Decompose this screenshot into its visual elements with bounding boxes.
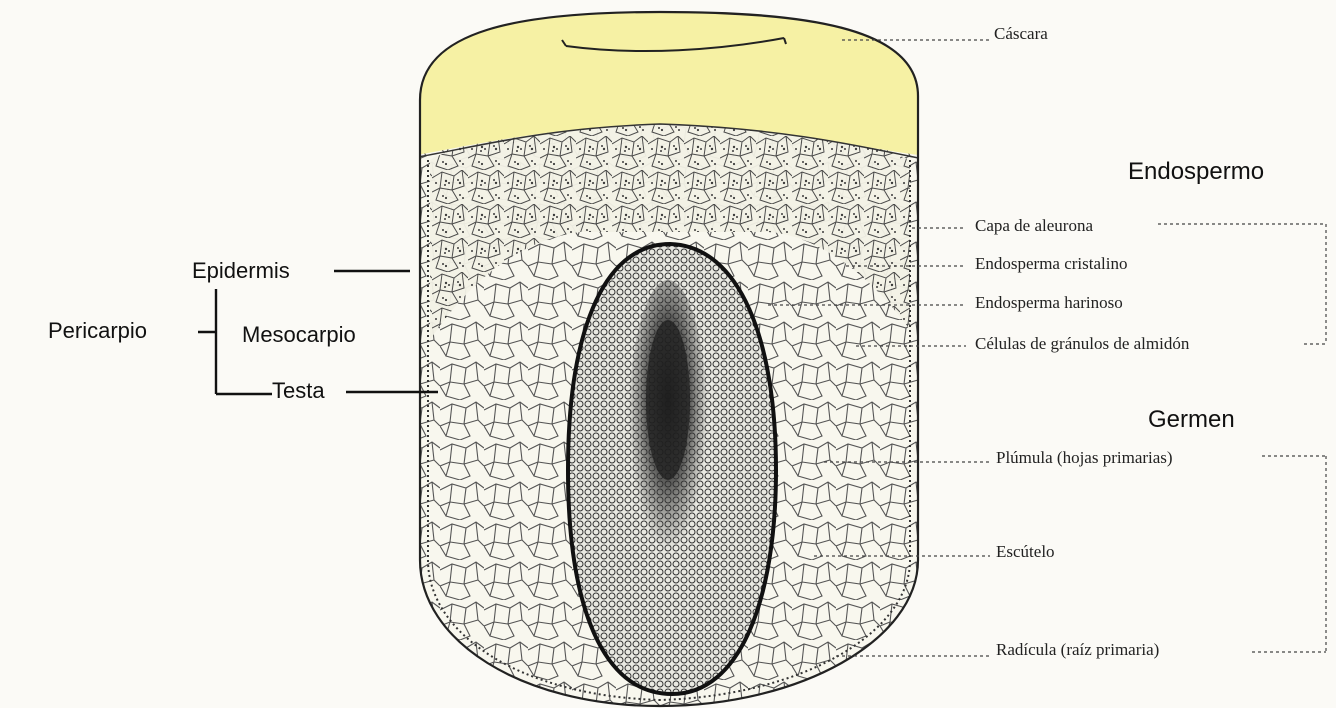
label-celulas-de-granulos-de-almidon: Células de gránulos de almidón bbox=[975, 334, 1189, 354]
germ bbox=[568, 244, 776, 694]
label-plumula: Plúmula (hojas primarias) bbox=[996, 448, 1173, 468]
label-pericarpio: Pericarpio bbox=[48, 318, 147, 344]
label-escutelo: Escútelo bbox=[996, 542, 1055, 562]
label-mesocarpio: Mesocarpio bbox=[242, 322, 356, 348]
label-endosperma-cristalino: Endosperma cristalino bbox=[975, 254, 1128, 274]
label-endosperma-harinoso: Endosperma harinoso bbox=[975, 293, 1123, 313]
label-radicula: Radícula (raíz primaria) bbox=[996, 640, 1159, 660]
label-cascara: Cáscara bbox=[994, 24, 1048, 44]
label-capa-de-aleurona: Capa de aleurona bbox=[975, 216, 1093, 236]
label-testa: Testa bbox=[272, 378, 325, 404]
label-endospermo: Endospermo bbox=[1128, 158, 1264, 186]
label-germen: Germen bbox=[1148, 406, 1235, 434]
label-epidermis: Epidermis bbox=[192, 258, 290, 284]
